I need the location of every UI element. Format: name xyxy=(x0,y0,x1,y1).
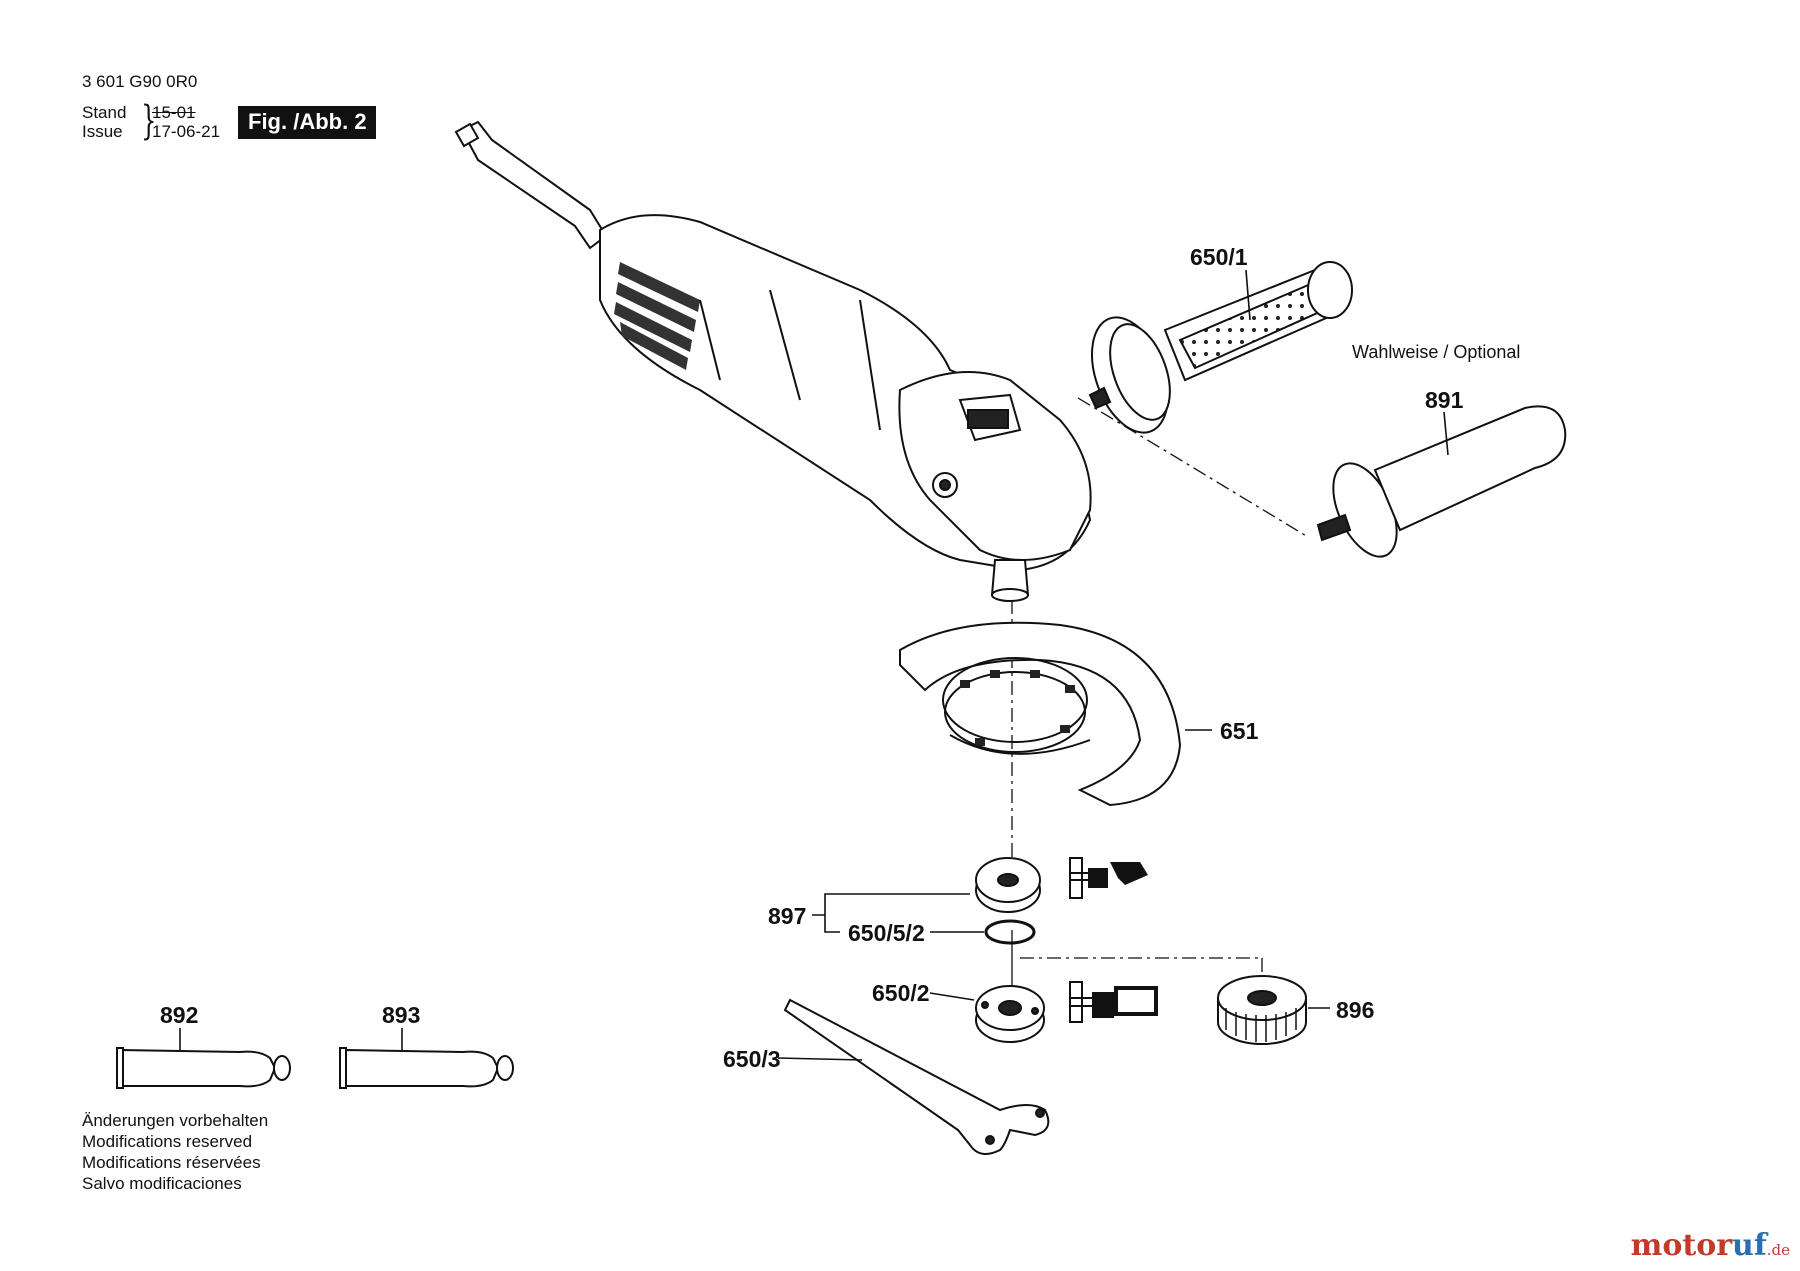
leader-650-2 xyxy=(929,992,975,1001)
issue-value: 17-06-21 xyxy=(152,122,221,141)
modifications-notice: Änderungen vorbehalten Modifications res… xyxy=(82,1110,268,1194)
leader-897 xyxy=(812,893,970,933)
optional-note: Wahlweise / Optional xyxy=(1352,342,1521,362)
o-ring-650-5-2 xyxy=(984,919,1036,945)
gear-head xyxy=(898,371,1092,561)
callout-892: 892 xyxy=(160,1002,199,1028)
brace-icon: } xyxy=(141,98,157,144)
stand-value: 15-01 xyxy=(152,103,196,122)
issue-label: Issue xyxy=(82,122,123,141)
axis-line-handle xyxy=(1077,397,1309,538)
angle-grinder-body xyxy=(454,120,1092,602)
handle-891 xyxy=(1316,405,1567,558)
handle-650-1 xyxy=(1088,261,1353,434)
leader-650-3 xyxy=(777,1057,863,1061)
callout-650-3: 650/3 xyxy=(723,1046,781,1072)
grease-tube-892 xyxy=(116,1047,291,1089)
cord-plug xyxy=(454,122,480,148)
callout-650-2: 650/2 xyxy=(872,980,930,1006)
wheel-guard-651 xyxy=(899,621,1182,807)
figure-badge: Fig. /Abb. 2 xyxy=(238,106,376,139)
leader-891 xyxy=(1443,411,1449,456)
callout-893: 893 xyxy=(382,1002,421,1028)
callout-897: 897 xyxy=(768,903,807,929)
callout-891: 891 xyxy=(1425,387,1464,413)
flange-897-icon xyxy=(1069,857,1148,899)
handle-thread xyxy=(1088,386,1112,410)
leader-650-1 xyxy=(1245,269,1251,321)
modifications-es: Salvo modificaciones xyxy=(82,1174,242,1193)
handle-891-thread xyxy=(1316,513,1352,542)
stand-issue-values: 15-01 17-06-21 xyxy=(152,103,220,141)
callout-650-1: 650/1 xyxy=(1190,244,1248,270)
modifications-fr: Modifications réservées xyxy=(82,1153,261,1172)
vent-slots xyxy=(614,262,700,370)
brand-watermark: motoruf.de xyxy=(1630,1228,1790,1263)
callout-650-5-2: 650/5/2 xyxy=(848,920,925,946)
mounting-flange-897 xyxy=(975,857,1041,913)
modifications-de: Änderungen vorbehalten xyxy=(82,1111,269,1130)
callout-896: 896 xyxy=(1336,997,1375,1023)
clamping-nut-icon xyxy=(1069,981,1158,1023)
callout-651: 651 xyxy=(1220,718,1259,744)
two-pin-spanner-650-3 xyxy=(783,998,1050,1155)
power-cord xyxy=(460,120,608,250)
stand-issue-labels: Stand Issue xyxy=(82,103,126,141)
quick-clamp-nut-896 xyxy=(1217,975,1307,1045)
clamping-nut-650-2 xyxy=(975,985,1045,1043)
grease-tube-893 xyxy=(339,1047,514,1089)
document-number: 3 601 G90 0R0 xyxy=(82,72,198,91)
modifications-en: Modifications reserved xyxy=(82,1132,253,1151)
stand-label: Stand xyxy=(82,103,127,122)
